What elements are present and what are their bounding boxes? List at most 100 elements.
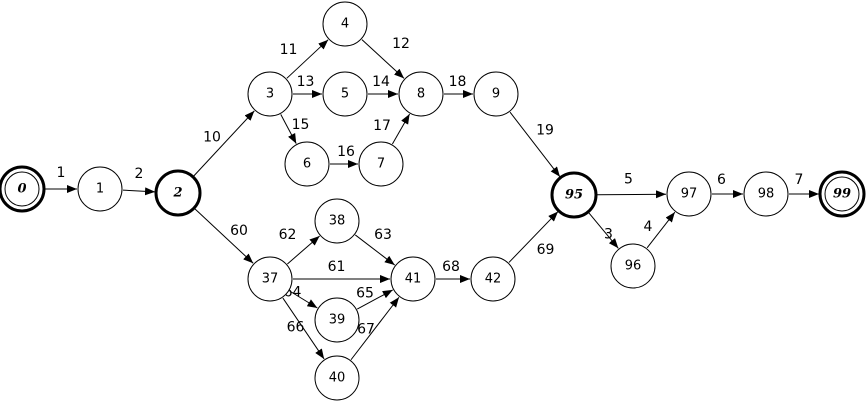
edge-5-to-8: 14 <box>368 74 398 98</box>
final-state-ring <box>4 171 40 207</box>
edge-label: 61 <box>328 259 346 275</box>
edge-label: 66 <box>287 320 305 336</box>
state-circle <box>247 71 293 117</box>
edge-4-to-8: 12 <box>361 36 410 79</box>
state-node-99: 99 <box>818 170 866 218</box>
edge-3-to-5: 13 <box>293 74 322 98</box>
edge-2-to-3: 10 <box>193 110 255 177</box>
state-node-9: 9 <box>473 71 519 117</box>
state-label: 42 <box>485 272 502 287</box>
edge-label: 68 <box>442 259 460 275</box>
state-node-4: 4 <box>322 1 368 47</box>
state-label: 0 <box>17 182 26 197</box>
state-label: 99 <box>833 187 851 202</box>
state-circle <box>666 171 712 217</box>
edge-1-to-2: 2 <box>122 166 156 196</box>
state-circle <box>390 256 436 302</box>
edge-label: 10 <box>203 130 221 146</box>
edge-3-to-6: 15 <box>280 114 309 144</box>
edge-label: 14 <box>372 74 390 90</box>
state-node-6: 6 <box>284 141 330 187</box>
edge-arrow <box>193 110 255 177</box>
state-label: 96 <box>625 259 642 274</box>
edge-label: 12 <box>392 36 410 52</box>
edge-label: 60 <box>230 223 248 239</box>
edge-37-to-41: 61 <box>293 259 390 283</box>
state-circle <box>550 171 598 219</box>
state-circle <box>322 71 368 117</box>
edge-arrow <box>361 39 405 79</box>
edge-label: 4 <box>644 219 653 235</box>
state-circle <box>470 256 516 302</box>
edge-arrow <box>287 235 320 265</box>
state-node-3: 3 <box>247 71 293 117</box>
edge-41-to-42: 68 <box>436 259 470 283</box>
edge-arrow <box>122 187 156 196</box>
state-label: 37 <box>262 272 279 287</box>
edge-arrow <box>596 190 667 199</box>
state-label: 9 <box>492 87 500 102</box>
state-circle <box>247 256 293 302</box>
state-circle <box>314 297 360 343</box>
edge-label: 1 <box>57 165 66 181</box>
edge-label: 19 <box>536 123 554 139</box>
edge-arrow <box>282 297 325 360</box>
edge-95-to-97: 5 <box>596 172 667 199</box>
state-node-97: 97 <box>666 171 712 217</box>
state-node-39: 39 <box>314 297 360 343</box>
state-circle <box>314 198 360 244</box>
edge-37-to-38: 62 <box>279 227 320 265</box>
edge-label: 3 <box>604 227 613 243</box>
state-circle <box>473 71 519 117</box>
state-node-1: 1 <box>77 166 123 212</box>
state-node-98: 98 <box>743 171 789 217</box>
edge-label: 5 <box>624 172 633 188</box>
state-label: 40 <box>329 371 346 386</box>
edge-label: 11 <box>280 42 298 58</box>
state-label: 1 <box>96 182 104 197</box>
edge-label: 69 <box>537 242 555 258</box>
state-circle <box>358 141 404 187</box>
state-label: 98 <box>758 187 775 202</box>
state-node-8: 8 <box>398 71 444 117</box>
state-node-5: 5 <box>322 71 368 117</box>
edge-arrow <box>286 39 329 79</box>
state-label: 2 <box>172 186 182 201</box>
edge-label: 63 <box>374 227 392 243</box>
state-circle <box>743 171 789 217</box>
edge-label: 67 <box>357 322 375 338</box>
edge-97-to-98: 6 <box>712 172 743 198</box>
edge-96-to-97: 4 <box>644 211 676 249</box>
state-node-40: 40 <box>314 355 360 401</box>
state-label: 39 <box>329 313 346 328</box>
edge-arrow <box>354 234 396 266</box>
edge-37-to-40: 66 <box>282 297 325 360</box>
edge-0-to-1: 1 <box>45 165 77 193</box>
edge-40-to-41: 67 <box>350 296 400 361</box>
state-node-37: 37 <box>247 256 293 302</box>
edge-arrow <box>391 113 411 145</box>
edge-42-to-95: 69 <box>508 211 559 263</box>
state-node-7: 7 <box>358 141 404 187</box>
state-node-2: 2 <box>154 169 202 217</box>
state-circle <box>284 141 330 187</box>
edge-95-to-96: 3 <box>588 212 619 249</box>
edge-label: 13 <box>297 74 315 90</box>
state-label: 4 <box>341 17 349 32</box>
state-label: 6 <box>303 157 311 172</box>
state-circle <box>818 170 866 218</box>
edge-7-to-8: 17 <box>373 113 411 145</box>
state-circle <box>398 71 444 117</box>
state-label: 7 <box>377 157 385 172</box>
final-state-ring <box>824 176 860 212</box>
state-label: 5 <box>341 87 349 102</box>
edge-arrow <box>280 114 297 144</box>
state-circle <box>610 243 656 289</box>
state-label: 3 <box>266 87 274 102</box>
edge-arrow <box>588 212 619 249</box>
edge-arrow <box>646 211 676 249</box>
state-circle <box>154 169 202 217</box>
state-circle <box>77 166 123 212</box>
